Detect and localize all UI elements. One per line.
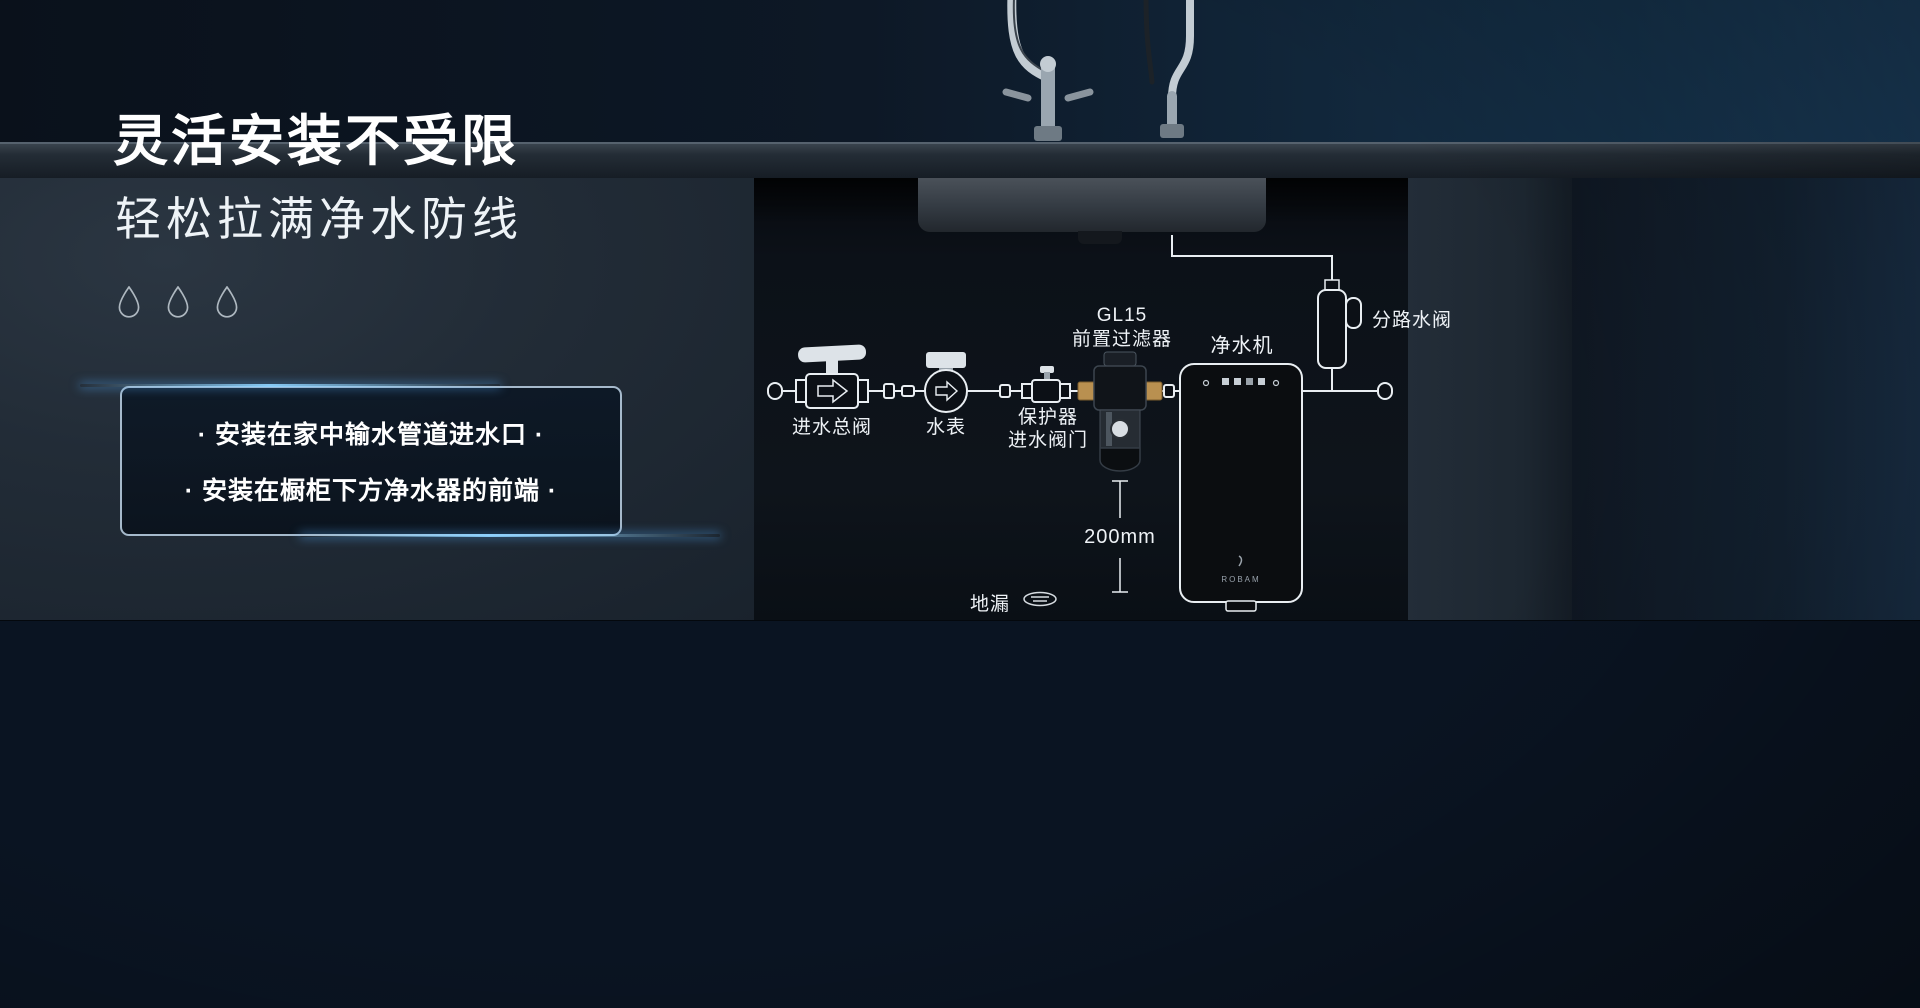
floor-drain-label: 地漏 <box>969 594 1010 615</box>
purifier-label: 净水机 <box>1210 335 1274 357</box>
countertop <box>0 142 1920 178</box>
filter-label-line1: GL15 <box>1096 305 1148 326</box>
floor <box>0 620 1920 1008</box>
bypass-valve-label: 分路水阀 <box>1372 310 1453 331</box>
feature-point-2: · 安装在橱柜下方净水器的前端 · <box>184 477 558 505</box>
background-wall <box>0 0 1920 142</box>
protector-valve-label-line2: 进水阀门 <box>1007 430 1088 451</box>
droplet-icon <box>167 286 189 318</box>
dimension-label: 200mm <box>1084 526 1156 548</box>
feature-point-1: · 安装在家中输水管道进水口 · <box>197 421 545 449</box>
protector-valve-label-line1: 保护器 <box>1017 407 1078 428</box>
page-title: 灵活安装不受限 <box>113 110 520 172</box>
droplet-icon <box>216 286 238 318</box>
page-subtitle: 轻松拉满净水防线 <box>115 193 523 245</box>
background-wall-right <box>1572 178 1920 620</box>
filter-label-line2: 前置过滤器 <box>1071 329 1172 350</box>
sink-basin <box>918 178 1266 232</box>
feature-box: · 安装在家中输水管道进水口 · · 安装在橱柜下方净水器的前端 · <box>120 386 622 536</box>
under-sink-recess <box>754 178 1408 620</box>
water-meter-label: 水表 <box>925 417 966 438</box>
sink-drain <box>1078 231 1122 244</box>
inlet-valve-label: 进水总阀 <box>792 417 873 438</box>
protector-valve-label: 保护器 进水阀门 <box>998 406 1098 452</box>
droplet-icons <box>116 286 240 320</box>
filter-label: GL15 前置过滤器 <box>1062 304 1182 352</box>
cabinet-right-panel <box>1408 178 1572 620</box>
droplet-icon <box>118 286 140 318</box>
